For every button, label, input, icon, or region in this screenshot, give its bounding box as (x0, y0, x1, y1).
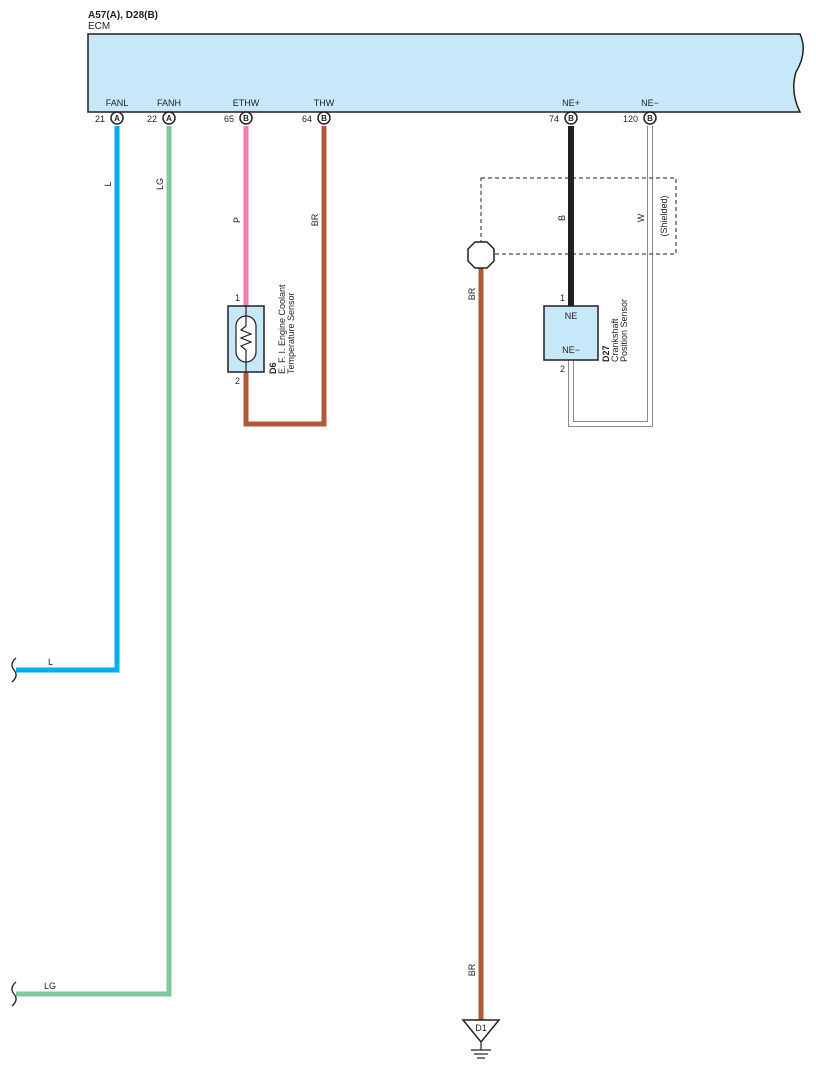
pin-number: 64 (302, 114, 312, 124)
wire-thw (243, 126, 327, 427)
d27-terminal-ne-minus: NE− (562, 345, 580, 355)
wire-label-shield-bottom: BR (467, 963, 477, 976)
d6-pin-1: 1 (235, 293, 240, 303)
d27-terminal-ne: NE (565, 311, 578, 321)
pin-connector-120: 120 B (623, 111, 657, 125)
connector-header: A57(A), D28(B) (88, 10, 158, 21)
pin-name-fanl: FANL (106, 98, 129, 108)
d6-name-line1: E. F. I. Engine Coolant (277, 284, 287, 374)
wire-label-fanl-bottom: L (48, 657, 53, 667)
pin-number: 22 (147, 114, 157, 124)
pin-number: 120 (623, 114, 638, 124)
break-mark-fanh (11, 981, 17, 1007)
pin-name-fanh: FANH (157, 98, 181, 108)
ecm-box (87, 33, 804, 113)
d27-sensor (543, 305, 599, 361)
pin-connector-letter: A (166, 114, 172, 123)
shield-box (480, 177, 677, 255)
wire-label-shield-top: BR (467, 287, 477, 300)
break-mark-fanl (11, 657, 17, 683)
d6-pin-2: 2 (235, 376, 240, 386)
pin-connector-74: 74 B (549, 111, 578, 125)
pin-connector-65: 65 B (224, 111, 253, 125)
ground-id: D1 (475, 1023, 487, 1033)
pin-connector-letter: B (243, 114, 249, 123)
wire-label-ethw: P (232, 217, 242, 223)
wire-label-ne-minus: W (636, 213, 646, 222)
pin-connector-21: 21 A (95, 111, 124, 125)
shield-junction (467, 241, 495, 269)
ground-d1 (461, 1019, 501, 1059)
d27-pin-1: 1 (560, 293, 565, 303)
pin-connector-letter: B (568, 114, 574, 123)
wire-fanh (16, 126, 172, 997)
wire-fanl (16, 126, 120, 673)
pin-number: 21 (95, 114, 105, 124)
d6-id: D6 (268, 362, 278, 374)
wire-label-fanh-bottom: LG (44, 981, 56, 991)
pin-name-thw: THW (314, 98, 335, 108)
wire-label-ne-plus: B (557, 215, 567, 221)
wire-ne-minus-inner (569, 126, 652, 426)
pin-name-ne-plus: NE+ (562, 98, 580, 108)
pin-connector-letter: A (114, 114, 120, 123)
pin-number: 65 (224, 114, 234, 124)
wire-ne-minus (568, 126, 653, 427)
d6-sensor (227, 305, 265, 373)
pin-connector-letter: B (647, 114, 653, 123)
d27-id: D27 (601, 345, 611, 362)
ecm-header: ECM (88, 21, 110, 32)
pin-connector-22: 22 A (147, 111, 176, 125)
d27-name-line1: Crankshaft (610, 318, 620, 362)
shielded-label: (Shielded) (659, 195, 669, 236)
pin-name-ethw: ETHW (233, 98, 260, 108)
wire-label-fanh: LG (155, 178, 165, 190)
pin-name-ne-minus: NE− (641, 98, 659, 108)
d27-pin-2: 2 (560, 364, 565, 374)
d6-name-line2: Temperature Sensor (286, 292, 296, 374)
wire-label-fanl: L (103, 181, 113, 186)
pin-connector-letter: B (321, 114, 327, 123)
d27-name-line2: Position Sensor (619, 299, 629, 362)
pin-connector-64: 64 B (302, 111, 331, 125)
wire-label-thw: BR (310, 213, 320, 226)
pin-number: 74 (549, 114, 559, 124)
